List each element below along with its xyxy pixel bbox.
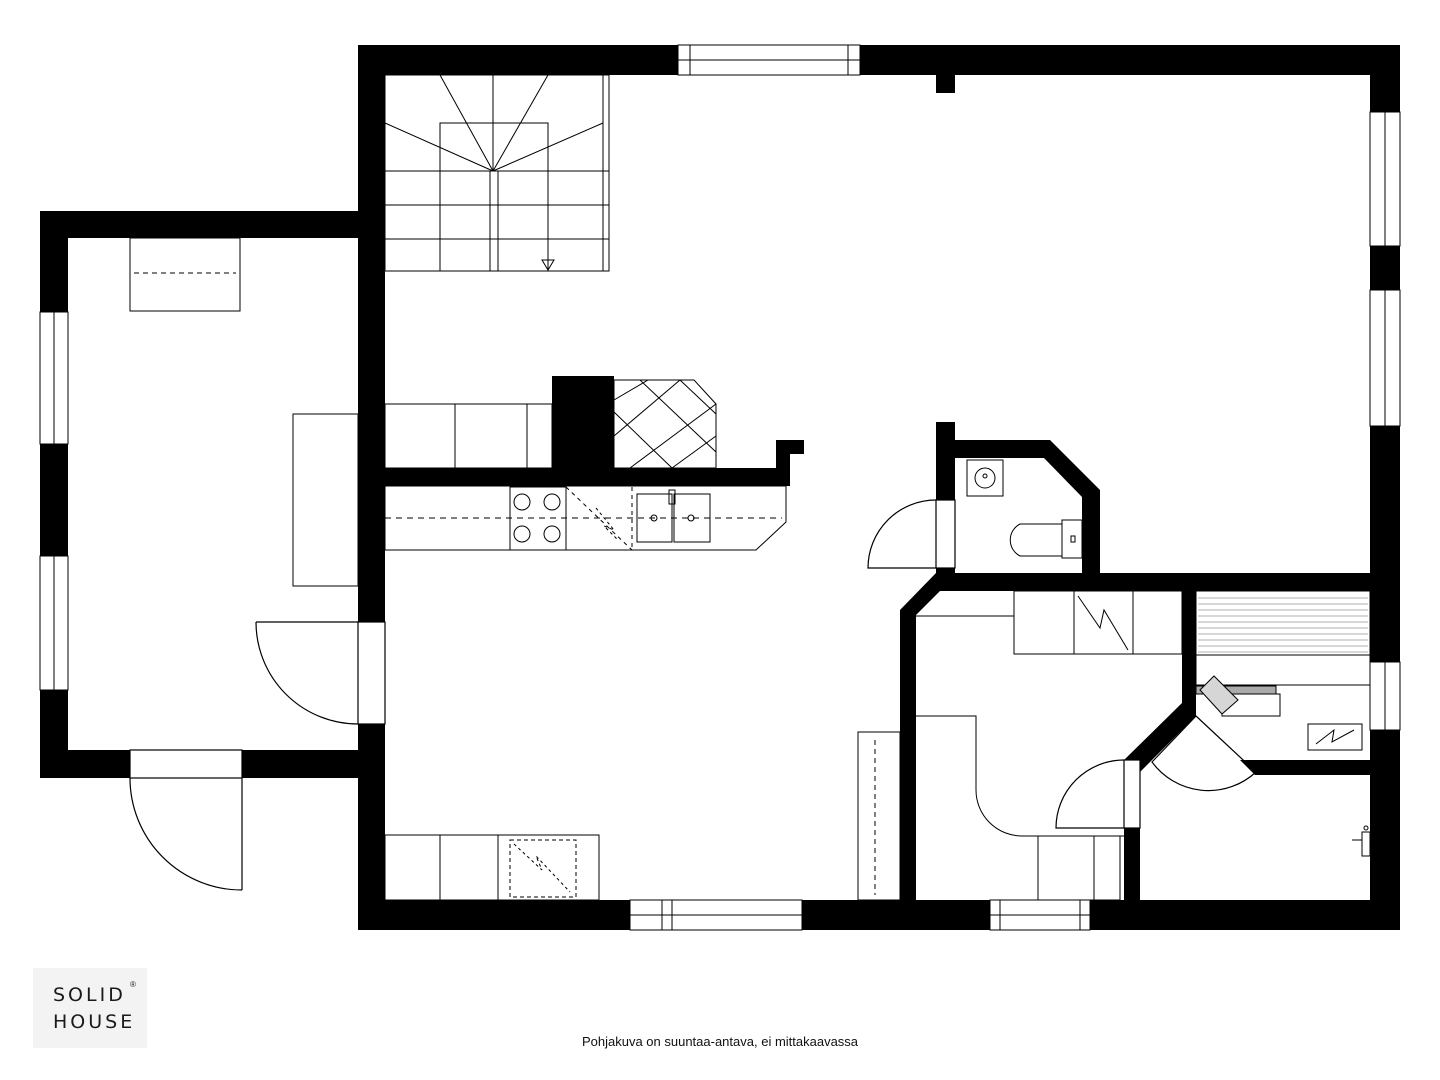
brand-logo: SOLID ® HOUSE xyxy=(33,968,147,1048)
registered-mark: ® xyxy=(130,980,136,989)
fixtures xyxy=(129,237,1371,901)
disclaimer-caption: Pohjakuva on suuntaa-antava, ei mittakaa… xyxy=(581,1034,859,1049)
windows xyxy=(39,44,1401,931)
doors xyxy=(129,499,1257,891)
walls xyxy=(40,45,1400,930)
brand-line-1: SOLID xyxy=(53,984,126,1006)
staircase xyxy=(384,74,610,272)
brand-line-2: HOUSE xyxy=(53,1011,136,1033)
